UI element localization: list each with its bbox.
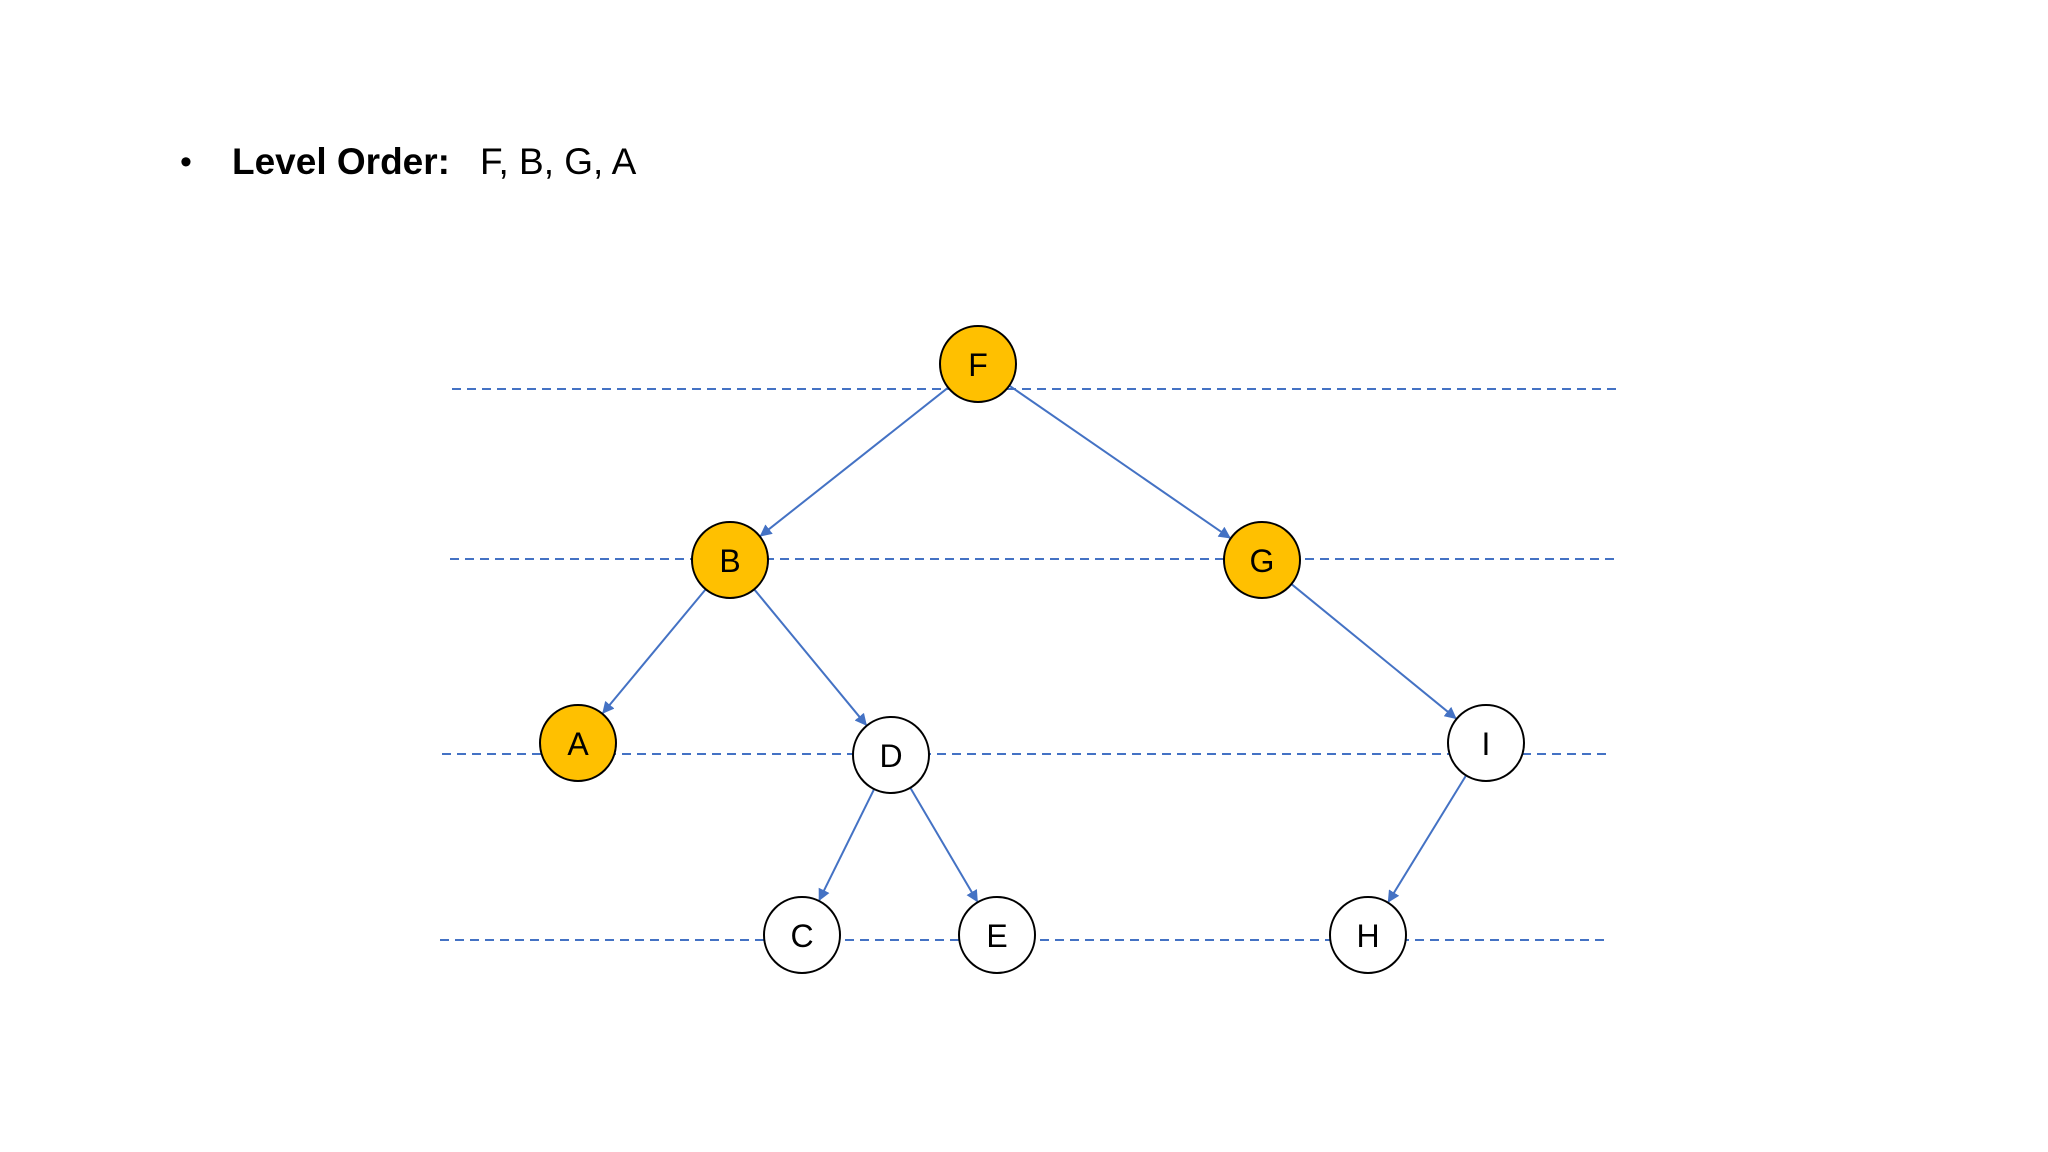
node-label-G: G (1250, 543, 1275, 579)
bullet-label: Level Order: (232, 141, 450, 182)
edge-G-I (1290, 583, 1457, 720)
node-circle-C (763, 896, 841, 974)
node-circle-B (691, 521, 769, 599)
node-H: H (1329, 896, 1407, 974)
node-E: E (958, 896, 1036, 974)
node-C: C (763, 896, 841, 974)
bullet-dot: • (180, 142, 192, 181)
level-order-sequence: F, B, G, A (479, 141, 637, 182)
edge-D-E (909, 787, 979, 903)
node-label-F: F (968, 347, 988, 383)
edge-F-B (759, 386, 949, 537)
node-label-D: D (879, 738, 902, 774)
node-circle-E (958, 896, 1036, 974)
tree-nodes: F B G A D I C E H (539, 325, 1525, 974)
edge-D-C (818, 788, 876, 902)
node-label-E: E (986, 918, 1007, 954)
node-B: B (691, 521, 769, 599)
node-label-C: C (790, 918, 813, 954)
node-label-B: B (719, 543, 740, 579)
node-circle-F (939, 325, 1017, 403)
edge-F-G (1008, 384, 1231, 539)
node-label-H: H (1356, 918, 1379, 954)
node-circle-I (1447, 704, 1525, 782)
node-F: F (939, 325, 1017, 403)
node-label-A: A (567, 726, 589, 762)
node-G: G (1223, 521, 1301, 599)
tree-edges (602, 384, 1467, 903)
node-circle-G (1223, 521, 1301, 599)
node-I: I (1447, 704, 1525, 782)
node-D: D (852, 716, 930, 794)
node-circle-H (1329, 896, 1407, 974)
bullet-line: • Level Order: F, B, G, A (180, 132, 636, 192)
level-lines (440, 388, 1620, 941)
edge-B-D (753, 588, 867, 726)
node-A: A (539, 704, 617, 782)
node-label-I: I (1482, 726, 1491, 762)
edge-I-H (1387, 774, 1467, 903)
node-circle-D (852, 716, 930, 794)
edge-B-A (602, 588, 707, 714)
node-circle-A (539, 704, 617, 782)
